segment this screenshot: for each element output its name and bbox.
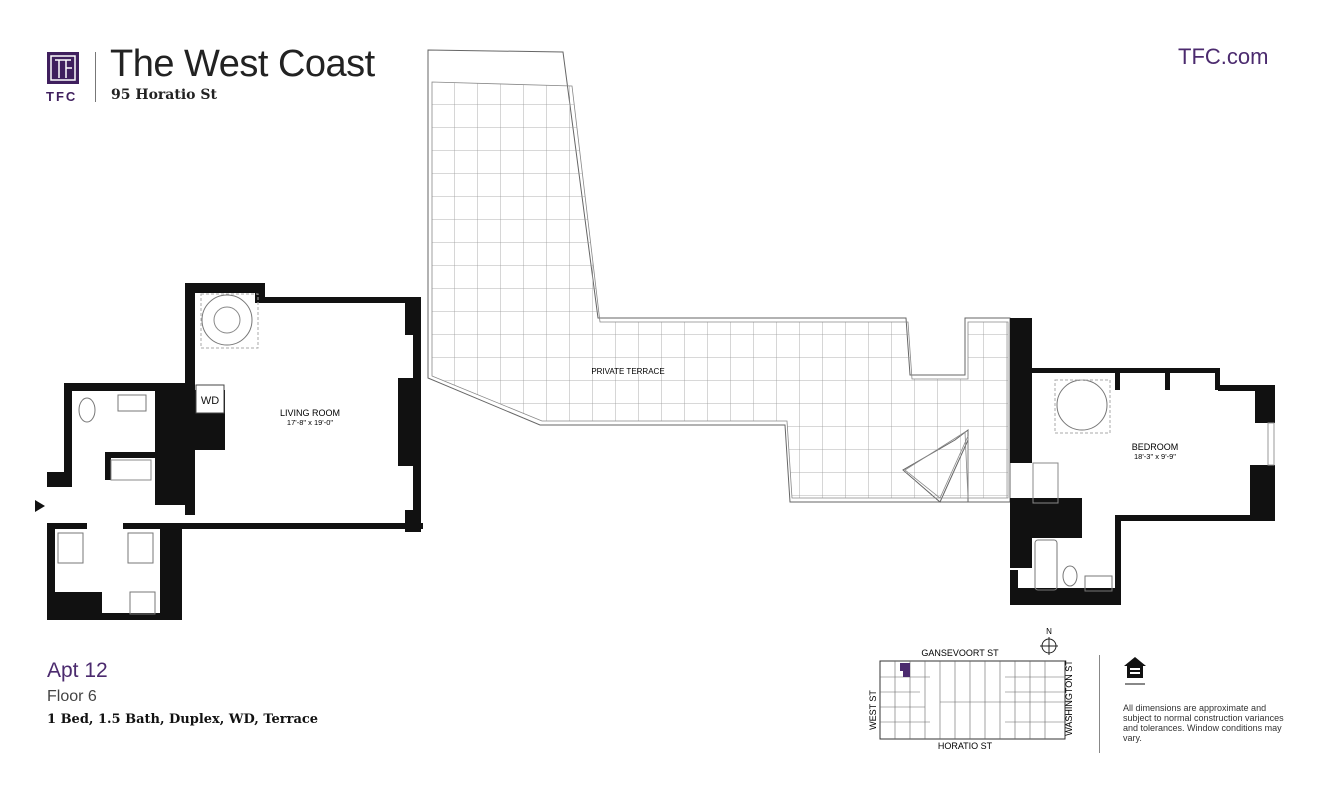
living-room-dimensions: 17'-8" x 19'-0" bbox=[287, 418, 333, 427]
wd-label: WD bbox=[201, 395, 219, 407]
street-right: WASHINGTON ST bbox=[1064, 660, 1074, 736]
street-left: WEST ST bbox=[868, 690, 878, 730]
bathtub-icon bbox=[1034, 539, 1058, 591]
sink-icon bbox=[117, 394, 147, 412]
bedroom-label: BEDROOM bbox=[1132, 442, 1179, 452]
spiral-stair-icon bbox=[1056, 379, 1108, 431]
toilet-icon bbox=[78, 397, 96, 423]
living-room-label: LIVING ROOM bbox=[280, 408, 340, 418]
equal-housing-icon bbox=[1124, 657, 1146, 685]
private-terrace: PRIVATE TERRACE bbox=[427, 49, 1011, 503]
building-title: The West Coast bbox=[110, 43, 375, 85]
logo-text: TFC bbox=[46, 89, 78, 104]
apartment-number: Apt 12 bbox=[47, 659, 108, 682]
disclaimer-text: All dimensions are approximate and subje… bbox=[1123, 703, 1284, 743]
tfc-logo bbox=[47, 52, 79, 84]
sink-icon bbox=[1084, 575, 1113, 592]
footer-divider bbox=[1099, 655, 1100, 753]
stove-icon bbox=[57, 532, 84, 564]
building-highlight bbox=[900, 663, 910, 677]
street-bottom: HORATIO ST bbox=[938, 741, 993, 751]
floor-plan: PRIVATE TERRACE WD LIVING ROOM 17'-8" x … bbox=[35, 49, 1275, 620]
entry-arrow-icon bbox=[35, 500, 45, 512]
location-map: N GANSEVOORT ST HORATIO ST WEST ST WASHI… bbox=[868, 627, 1074, 751]
spiral-stair-icon bbox=[201, 294, 253, 346]
window-icon bbox=[1267, 422, 1275, 466]
compass-icon bbox=[1040, 637, 1058, 655]
street-top: GANSEVOORT ST bbox=[921, 648, 999, 658]
upper-level-plan bbox=[1010, 318, 1275, 605]
north-label: N bbox=[1046, 627, 1052, 636]
lower-level-plan: WD bbox=[35, 283, 423, 620]
header-divider bbox=[95, 52, 96, 102]
toilet-icon bbox=[1062, 565, 1078, 587]
floor-number: Floor 6 bbox=[47, 688, 97, 705]
unit-features: 1 Bed, 1.5 Bath, Duplex, WD, Terrace bbox=[47, 712, 319, 727]
building-address: 95 Horatio St bbox=[111, 87, 217, 103]
terrace-label: PRIVATE TERRACE bbox=[591, 367, 664, 376]
bedroom-dimensions: 18'-3" x 9'-9" bbox=[1134, 452, 1176, 461]
website-link[interactable]: TFC.com bbox=[1178, 44, 1269, 69]
